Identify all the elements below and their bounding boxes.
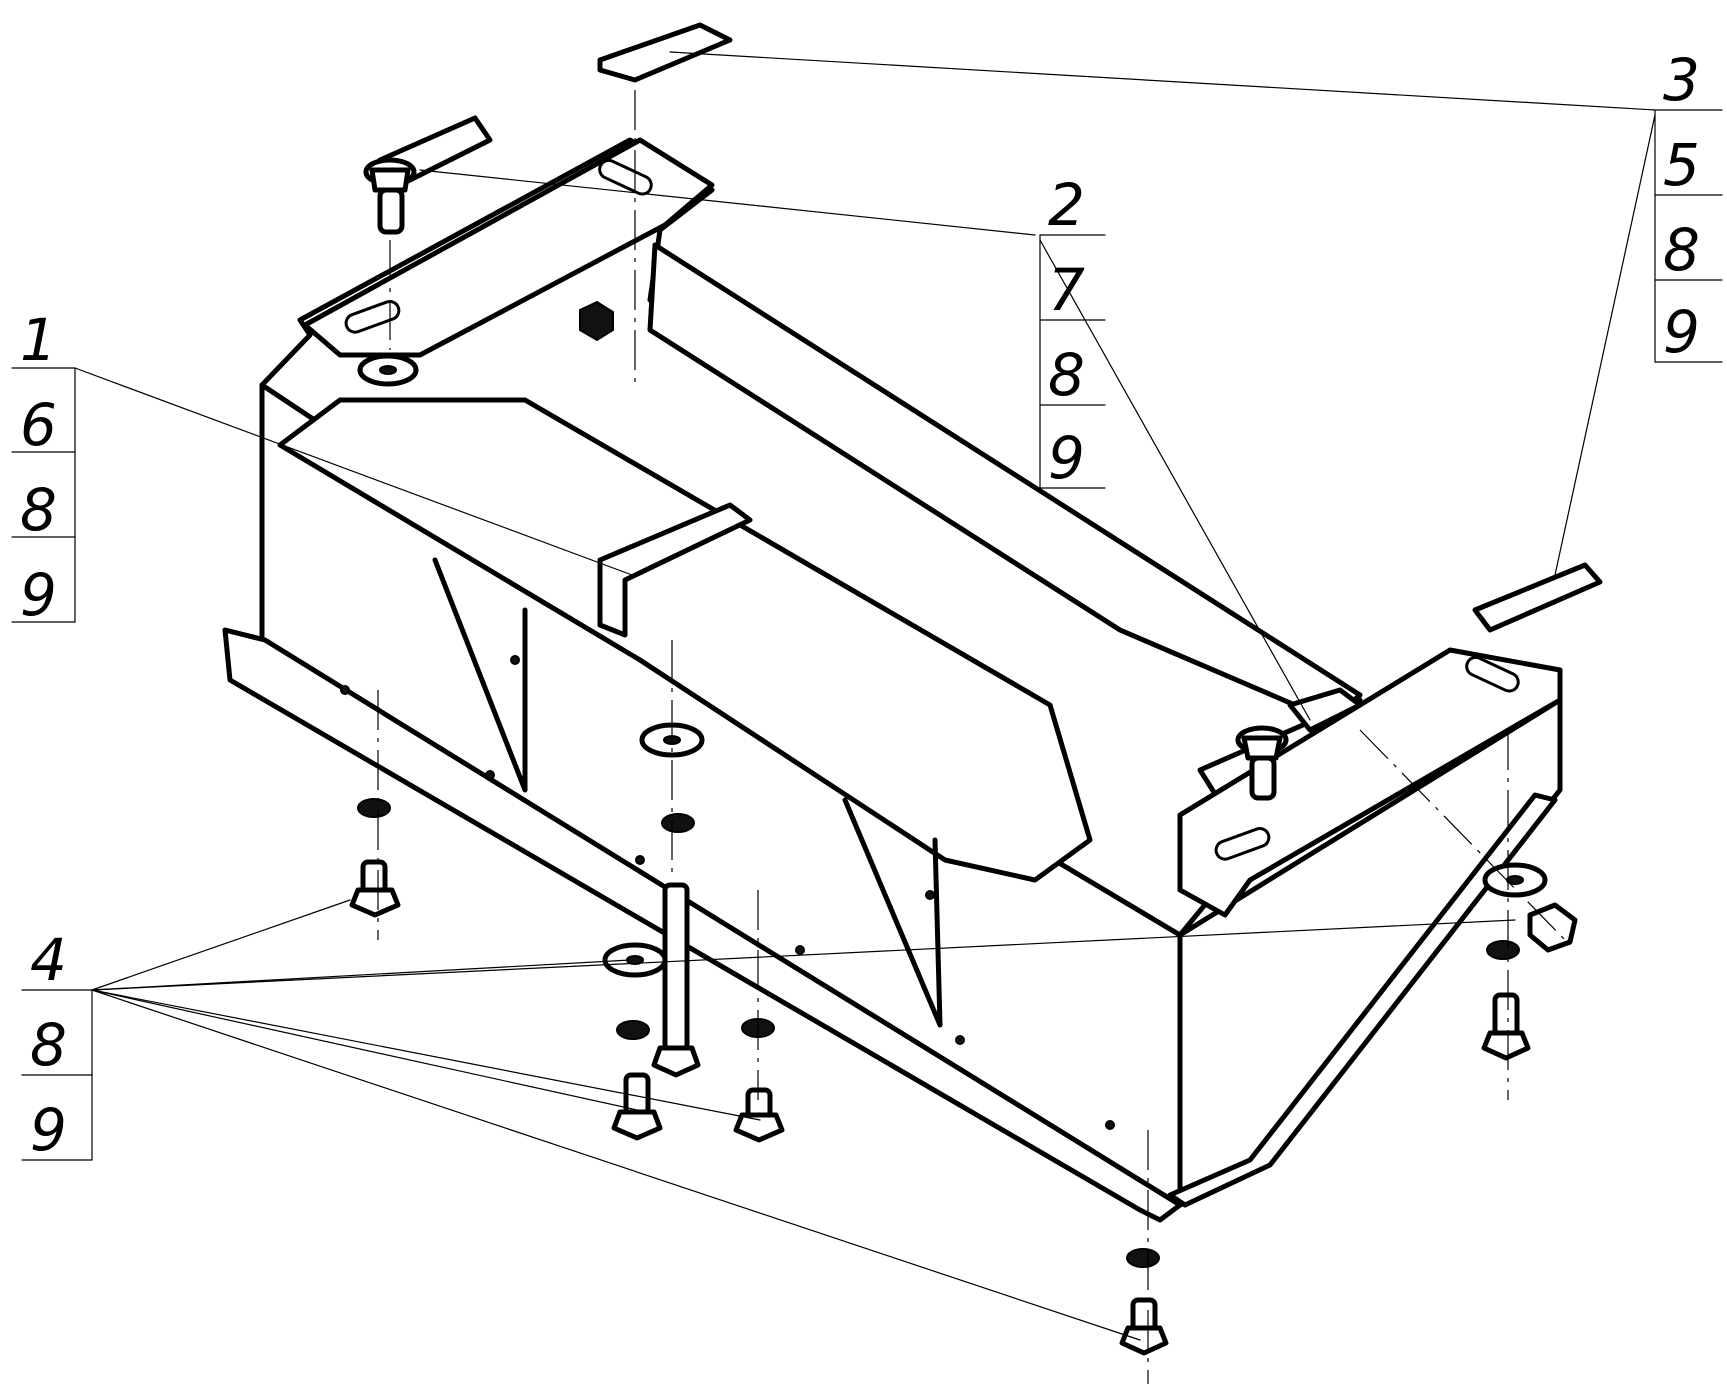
bracket-plate-top (597, 22, 733, 83)
callout-4: 4 8 9 (21, 926, 93, 1164)
stiffener-rib-right (842, 797, 943, 1028)
right-end-tab (1177, 647, 1563, 918)
callout-4-label: 9 (30, 1096, 67, 1164)
spring-washer (1486, 940, 1520, 960)
brackets (377, 22, 1603, 733)
bracket-plate-right-a (1287, 687, 1363, 733)
callout-3-label: 5 (1663, 131, 1700, 199)
bolt (349, 859, 401, 918)
callout-3-label: 8 (1663, 216, 1700, 284)
callout-2: 2 7 8 9 (1039, 171, 1106, 492)
spring-washer (1126, 1248, 1160, 1268)
callout-1-label: 9 (20, 561, 57, 629)
callout-1-label: 8 (20, 476, 57, 544)
rear-upper-plate (302, 137, 715, 358)
hex-nut (579, 300, 614, 342)
callout-3: 3 5 8 9 (1654, 46, 1723, 366)
callout-1: 1 6 8 9 (11, 306, 76, 629)
stiffener-rib-left (432, 557, 528, 793)
callout-3-label: 9 (1663, 298, 1700, 366)
spring-washer (357, 798, 391, 818)
long-bolt (651, 882, 701, 1078)
callout-2-label: 9 (1048, 424, 1085, 492)
bracket-plate-right-b (1472, 562, 1603, 633)
spring-washer (661, 813, 695, 833)
slot-hole (1214, 827, 1271, 861)
right-lower-flange (1167, 792, 1558, 1208)
slot-hole (598, 158, 653, 196)
callout-2-label: 7 (1048, 256, 1085, 324)
center-lines (377, 90, 1571, 1384)
skid-plate (222, 137, 1563, 1223)
callout-2-label: 2 (1048, 171, 1085, 239)
flange-dents (340, 655, 1115, 1130)
lower-flange (222, 627, 1183, 1223)
bracket-plate-center (597, 502, 753, 638)
slot-hole (344, 300, 401, 334)
callout-1-label: 1 (20, 306, 57, 374)
fasteners (349, 157, 1578, 1356)
bolt (1481, 992, 1531, 1061)
bolt (1235, 725, 1289, 801)
spring-washer (616, 1020, 650, 1040)
bolt (611, 1072, 663, 1141)
bolt (363, 157, 417, 235)
bolt (733, 1087, 785, 1143)
callout-2-label: 8 (1048, 341, 1085, 409)
bolt (1119, 1297, 1169, 1356)
washer-hole (379, 365, 397, 375)
callout-3-label: 3 (1663, 46, 1700, 114)
central-floor-plate (647, 242, 1363, 723)
callout-1-label: 6 (20, 391, 57, 459)
callout-4-label: 4 (30, 926, 67, 994)
callout-4-label: 8 (30, 1011, 67, 1079)
slot-hole (1465, 655, 1520, 693)
